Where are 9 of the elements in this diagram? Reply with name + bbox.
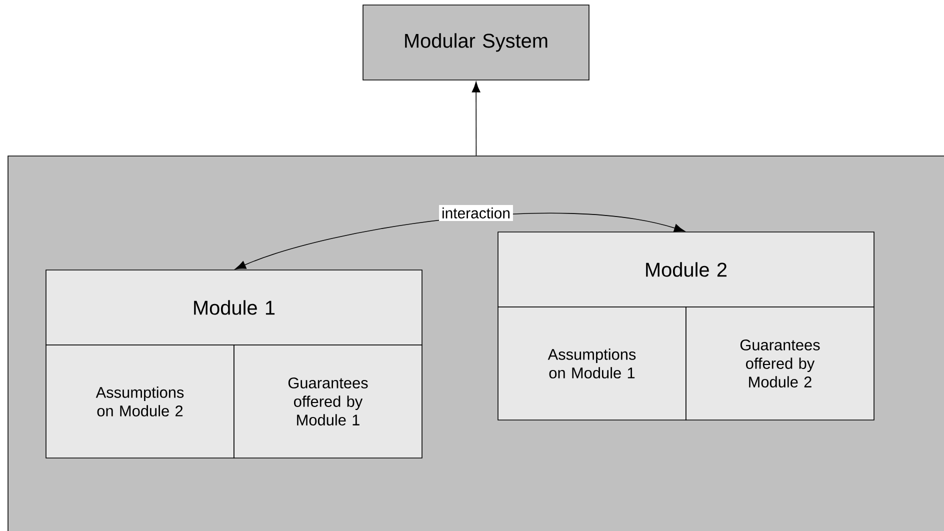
module-cell: Assumptions on Module 1 (498, 306, 686, 420)
module-header: Module 2 (498, 232, 874, 308)
system-box: Modular System (362, 4, 590, 80)
module-cell: Guarantees offered by Module 2 (686, 306, 874, 420)
module-cell: Assumptions on Module 2 (46, 344, 234, 458)
module-cell: Guarantees offered by Module 1 (234, 344, 422, 458)
arrow (472, 82, 480, 156)
edge-label: interaction (439, 205, 513, 221)
module-header: Module 1 (46, 270, 422, 346)
